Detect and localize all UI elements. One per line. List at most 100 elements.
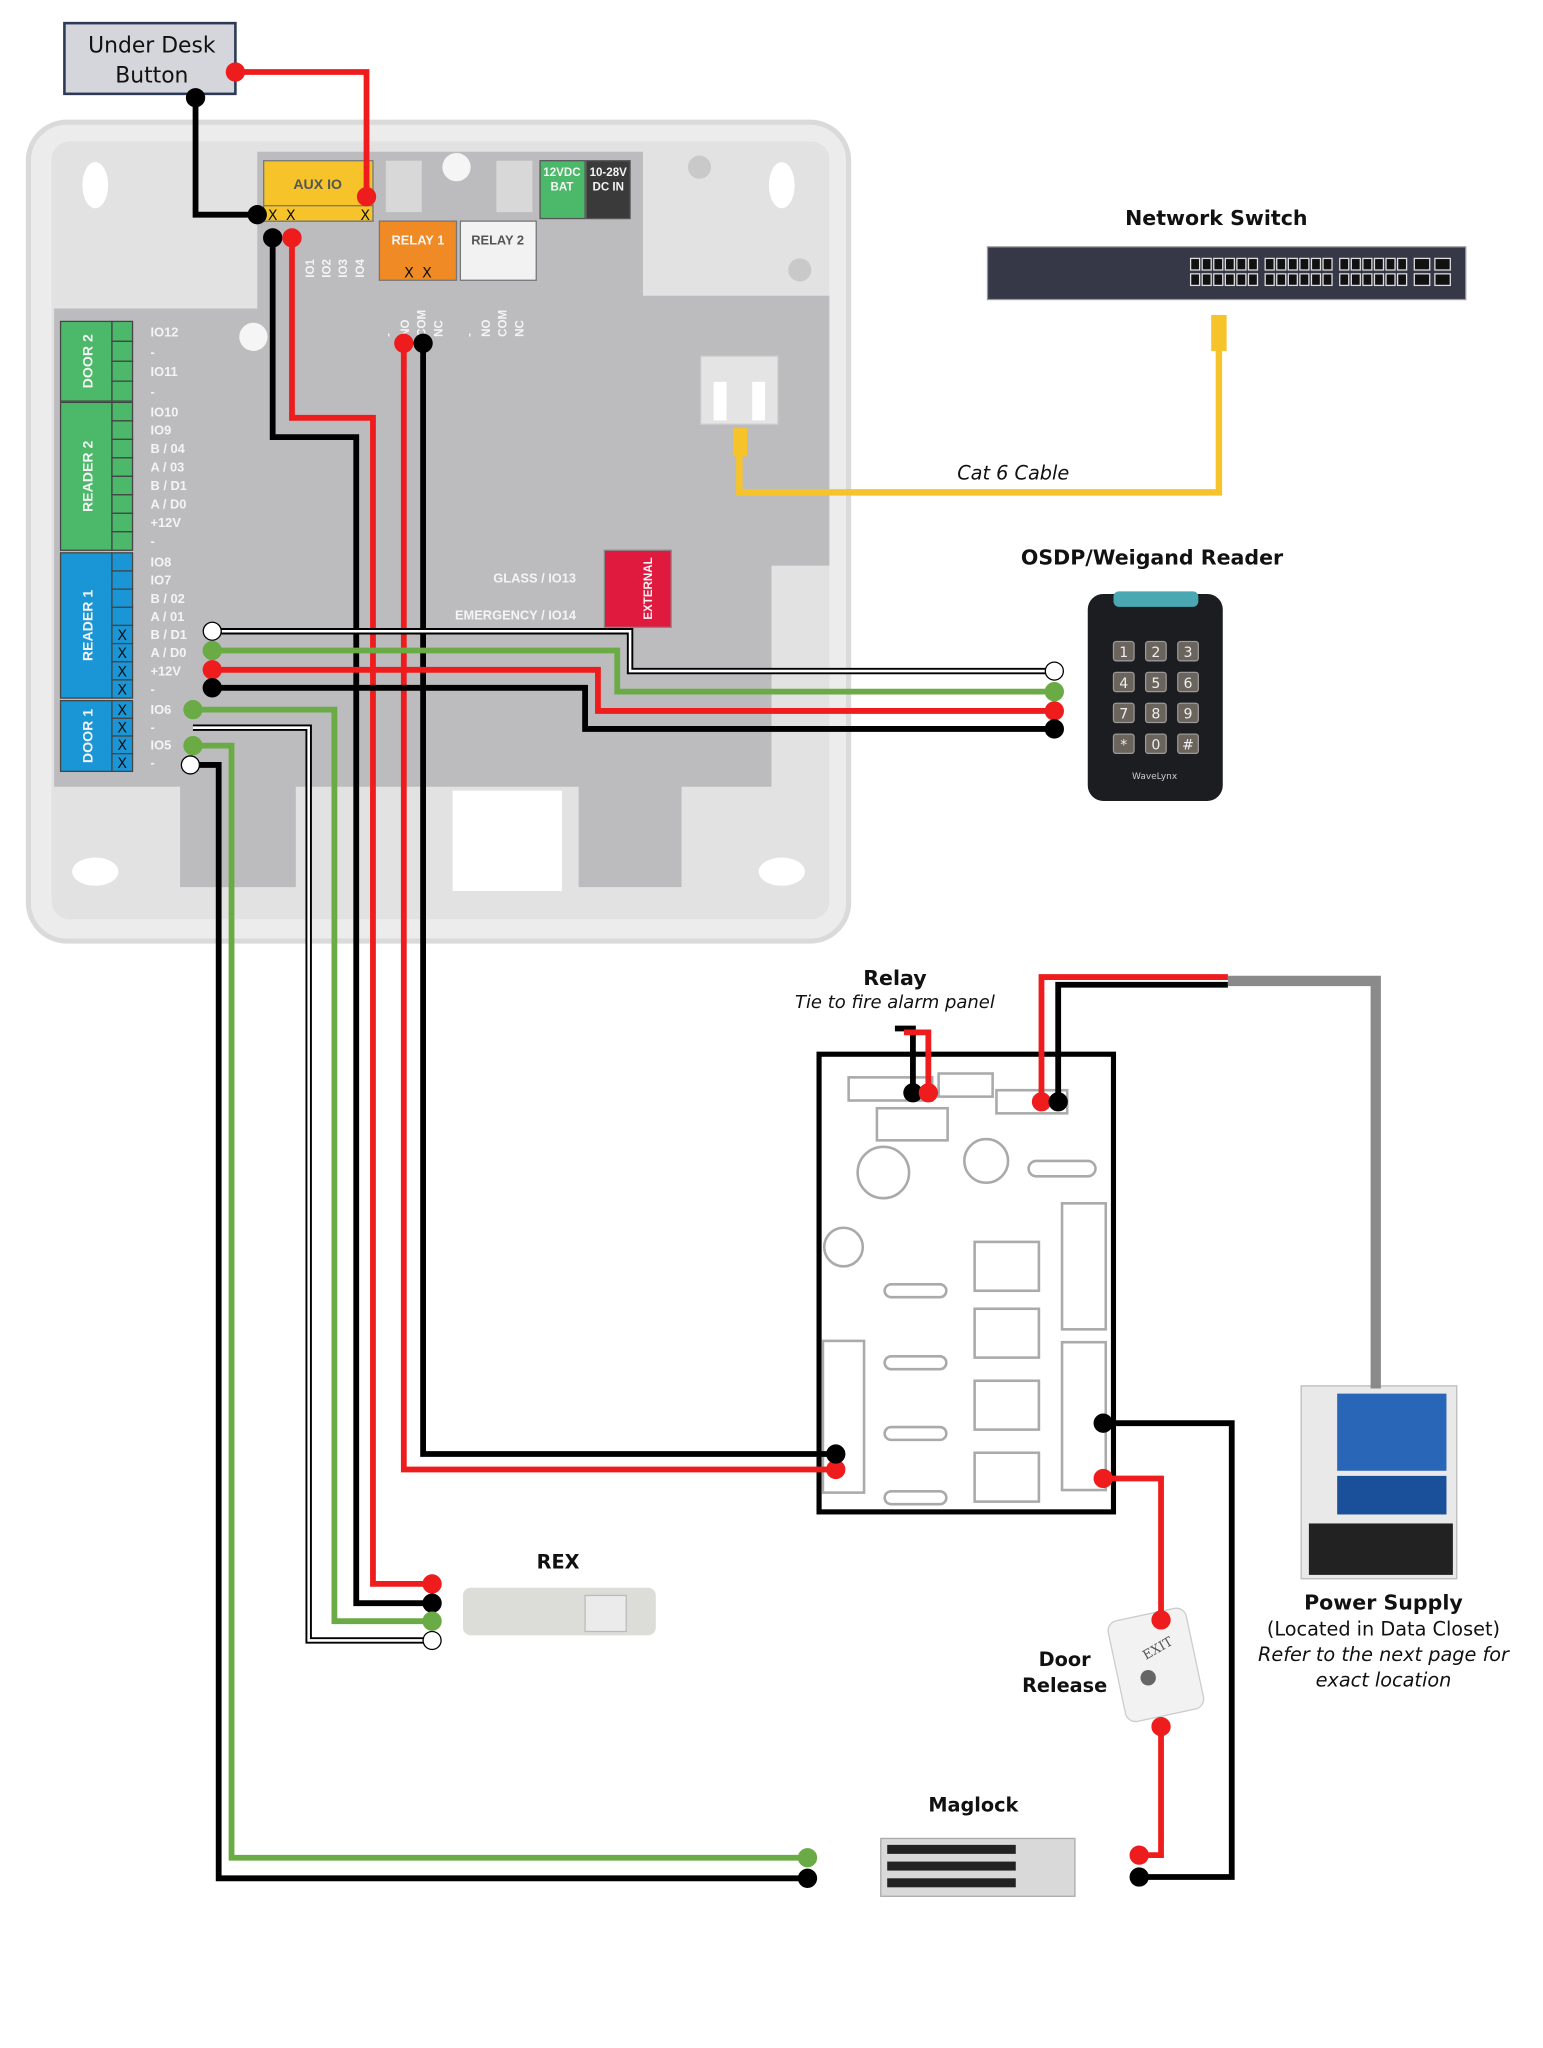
ethernet-port-icon [1247,273,1259,287]
relay1-label: RELAY 1 [392,232,445,247]
wire-terminal-dot [1044,682,1064,702]
wires [180,62,1381,1888]
sfp-port-icon [1413,257,1431,271]
ethernet-port-icon [1350,273,1361,287]
pin-label: NC [433,319,445,336]
wire-terminal-dot [1048,1092,1068,1112]
aux-io-terminals: X X X [263,205,374,224]
ethernet-port-icon [1224,257,1235,271]
wire-terminal-dot [826,1444,846,1464]
wire-psu-cable [1227,975,1381,1389]
power-supply-label: Power Supply [1304,1591,1463,1615]
aux-x-mark: X [360,208,370,224]
pin-label: COM [417,310,429,337]
keypad-key-label: # [1182,738,1194,754]
dcin-label: 10-28V [590,167,628,179]
keypad-key [1144,702,1167,724]
pin-label: IO10 [151,404,179,419]
wire-terminal-dot [1044,719,1064,739]
ethernet-port-icon [1373,273,1385,287]
pin-x-mark: X [117,720,127,736]
pin-label: IO5 [151,737,172,752]
pin-label: - [151,755,155,770]
keypad-key-label: 3 [1184,645,1193,661]
relay-subtitle: Tie to fire alarm panel [795,992,995,1013]
wire-terminal-dot [263,228,283,248]
rex-label: REX [537,1550,580,1573]
power-supply-note: exact location [1316,1669,1452,1692]
keypad-key-label: 7 [1119,707,1128,723]
pin-label: NO [400,319,412,336]
wire-reader-black [202,678,1064,739]
pin-label: A / 01 [151,609,185,624]
access-controller: AUX IO X X X IO1 IO2 IO3 IO4 RELAY 1 X X… [25,119,852,944]
door-release-button: Door Release EXIT [1022,1607,1205,1723]
power-supply: Power Supply (Located in Data Closet) Re… [1258,1385,1510,1692]
pin-label: - [151,384,155,399]
ethernet-port-icon [1213,257,1224,271]
wire-terminal-dot [797,1848,818,1868]
terminal-block-label: READER 1 [80,590,96,662]
keypad-key-label: 1 [1119,645,1128,661]
wire-psu-red [1031,974,1228,1112]
keypad-key [1112,733,1135,755]
under-desk-button: Under Desk Button [63,21,237,96]
rj45-plug-icon [1211,314,1227,351]
ethernet-port-icon [1201,273,1212,287]
network-switch: Network Switch [986,206,1467,301]
cat6-cable [736,336,1223,496]
relay-board: Relay Tie to fire alarm panel [795,966,1117,1515]
keypad-key [1112,702,1135,724]
terminal-block-label: DOOR 1 [80,709,96,763]
wire-terminal-dot [282,228,302,248]
keypad-key-label: 6 [1184,676,1193,692]
external-label: EXTERNAL [643,557,655,619]
ethernet-port-icon [1276,257,1287,271]
wire-terminal-dot [247,205,267,225]
keypad-key [1112,640,1135,662]
aux-x-mark: X [268,208,278,224]
keypad-key [1144,671,1167,693]
keypad-key [1177,671,1199,693]
pin-label: IO4 [355,258,367,277]
wire-button-black [185,88,267,225]
keypad-key-label: 9 [1184,707,1193,723]
pin-x-mark: X [117,628,127,644]
ethernet-port-icon [1224,273,1235,287]
wire-io6-green [183,700,442,1631]
ethernet-port-icon [1322,257,1333,271]
power-supply-note: Refer to the next page for [1258,1643,1510,1666]
pin-label: NO [481,319,493,336]
pin-label: IO1 [305,258,317,277]
ethernet-port-icon [1350,257,1361,271]
wire-terminal-dot [180,755,201,775]
wire-terminal-dot [1093,1468,1113,1489]
wire-terminal-dot [1031,1092,1052,1112]
wire-terminal-dot [183,700,203,720]
wire-terminal-dot [1093,1413,1113,1433]
wire-terminal-dot [202,660,222,680]
pin-label: - [464,333,476,337]
wire-terminal-dot [202,640,222,661]
pin-label: A / D0 [151,497,187,512]
rex-sensor: REX [462,1550,656,1636]
pin-label: IO9 [151,423,172,438]
keypad-key-label: 2 [1151,645,1160,661]
wire-terminal-dot [356,187,377,207]
ethernet-port-icon [1287,273,1298,287]
relay-label: Relay [863,966,927,990]
wire-door1-black [192,762,818,1888]
door-release-label: Door [1039,1648,1091,1671]
wire-terminal-dot [394,333,414,353]
keypad-key-label: 4 [1119,676,1128,692]
pin-label: +12V [151,663,182,678]
pin-label: COM [498,310,510,337]
wire-reader-white [202,621,1064,681]
rj45-plug-icon [732,428,748,457]
wire-reader-green [202,640,1064,702]
pin-label: - [151,682,155,697]
glass-label: GLASS / IO13 [493,570,576,585]
ethernet-port-icon [1247,257,1259,271]
wire-reader-red [202,660,1064,721]
